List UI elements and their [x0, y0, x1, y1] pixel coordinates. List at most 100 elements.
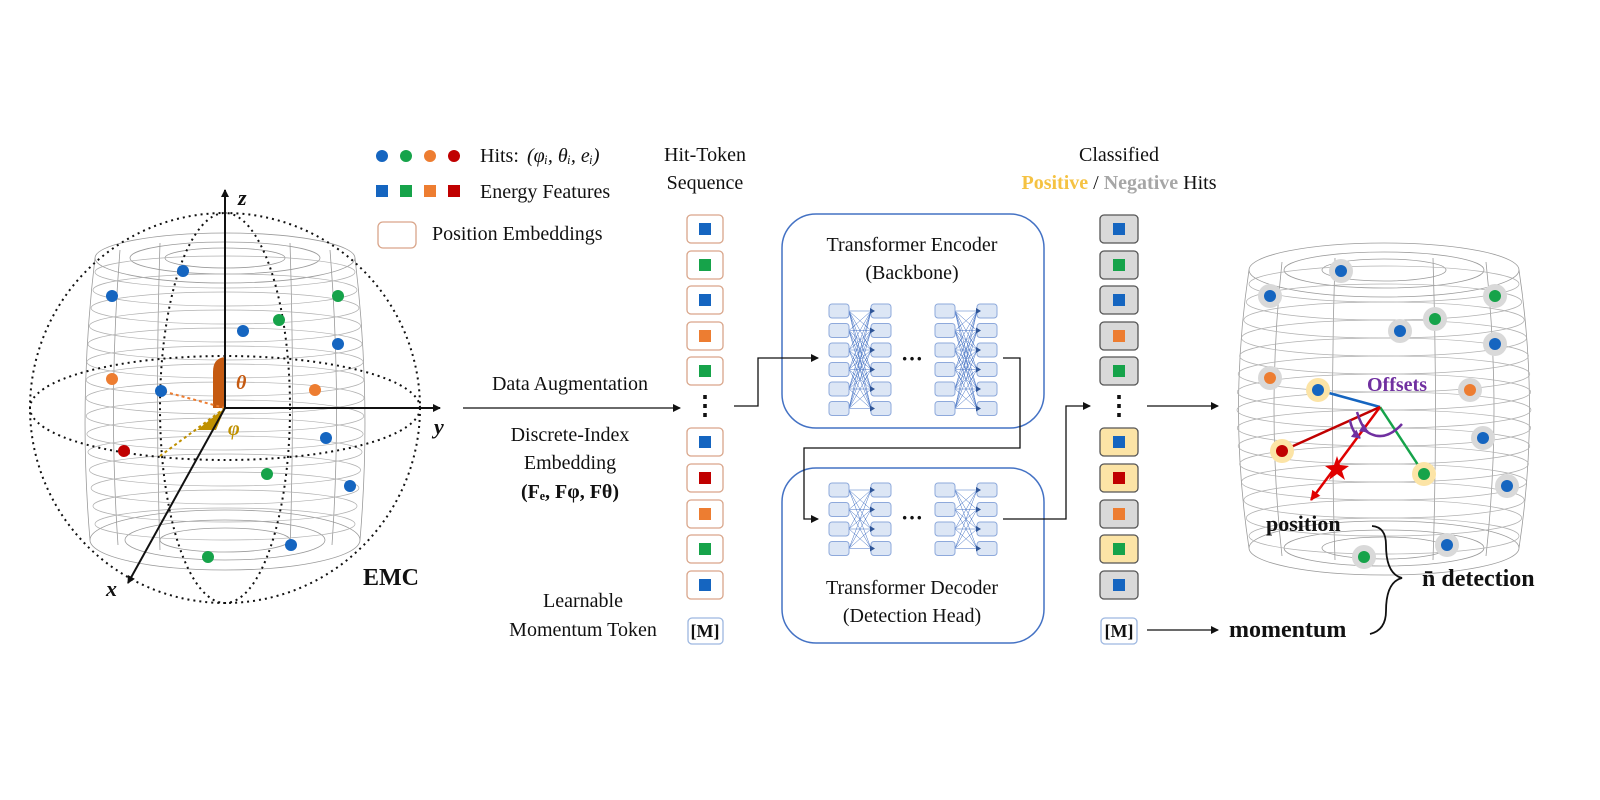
net-node — [934, 521, 956, 537]
emc-hit-blue — [285, 539, 297, 551]
transformer-decoder: ··· Transformer Decoder (Detection Head) — [781, 467, 1045, 644]
sequence-token-feature-orange — [699, 508, 711, 520]
net-connection — [848, 489, 872, 530]
output-hit-blue — [1477, 432, 1489, 444]
y-axis-label: y — [431, 414, 444, 439]
net-arrowhead — [870, 347, 875, 353]
net-arrowhead — [976, 405, 981, 412]
emc-ring — [92, 489, 358, 523]
net-arrowhead — [976, 506, 981, 513]
theta-projection-line — [161, 390, 226, 409]
offset-vector-red — [1281, 405, 1381, 453]
legend-position-embedding-box — [377, 221, 417, 249]
offsets-label: Offsets — [1367, 374, 1427, 396]
classified-token-feature-blue — [1113, 294, 1125, 306]
encoder-to-decoder-arrow — [803, 357, 1021, 523]
net-connection — [954, 330, 978, 409]
sequence-token-feature-blue — [699, 294, 711, 306]
antineutron-position-star — [1325, 456, 1349, 480]
net-connection — [848, 310, 872, 390]
classified-token-feature-green — [1113, 365, 1125, 377]
emc-hit-green — [273, 314, 285, 326]
net-connection — [954, 310, 978, 390]
net-connection — [848, 489, 872, 549]
position-label: position — [1266, 511, 1341, 536]
emc-hit-orange — [309, 384, 321, 396]
net-arrowhead — [976, 327, 981, 334]
emc-label: EMC — [363, 565, 419, 591]
net-arrowhead — [870, 545, 875, 552]
output-hit-green — [1418, 468, 1430, 480]
output-hit-blue — [1441, 539, 1453, 551]
net-connection — [954, 388, 978, 409]
legend-energy-features: Energy Features — [480, 181, 610, 203]
legend-feature-red — [448, 185, 460, 197]
classified-suffix: Hits — [1178, 172, 1217, 194]
phi-label: φ — [228, 418, 240, 440]
output-detector: Offsets position momentum n̄ detection — [1229, 242, 1535, 643]
antineutron-direction-arrow — [1309, 406, 1382, 501]
emc-hit-blue — [320, 432, 332, 444]
legend-hit-red — [448, 150, 460, 162]
net-connection — [848, 310, 872, 331]
output-hit-blue — [1264, 290, 1276, 302]
legend-feature-blue — [376, 185, 388, 197]
net-arrowhead — [870, 327, 875, 334]
emc-ring — [89, 453, 361, 487]
net-node — [934, 541, 956, 556]
classified-token-feature-orange — [1113, 330, 1125, 342]
brace — [1369, 525, 1403, 635]
learnable-line-1: Learnable — [543, 590, 623, 612]
net-arrowhead — [976, 386, 981, 392]
net-connection — [848, 310, 872, 351]
hit-token-sequence: Hit-Token Sequence ⋮ [M] — [664, 144, 746, 645]
net-node — [828, 381, 850, 397]
decoder-title: Transformer Decoder — [826, 577, 998, 599]
net-connection — [954, 489, 978, 510]
net-connection — [848, 489, 872, 510]
net-node — [934, 342, 956, 358]
net-arrowhead — [870, 526, 875, 532]
decoder-to-classified-arrow — [1003, 402, 1091, 520]
output-hit-blue — [1335, 265, 1347, 277]
encoder-network — [828, 303, 998, 416]
theta-wedge — [213, 357, 225, 408]
net-node — [934, 323, 956, 338]
net-node — [934, 482, 956, 498]
classified-token-feature-blue — [1113, 579, 1125, 591]
output-hit-red — [1276, 445, 1288, 457]
net-connection — [848, 369, 872, 409]
net-connection — [954, 369, 978, 409]
classified-positive: Positive — [1022, 172, 1089, 194]
emc-ring — [87, 435, 363, 469]
net-arrowhead — [976, 545, 981, 552]
net-connection — [954, 509, 978, 549]
x-axis — [127, 407, 226, 584]
x-axis-label: x — [105, 576, 117, 601]
net-node — [828, 323, 850, 338]
net-connection — [954, 349, 978, 409]
embedding-line-1: Discrete-Index — [511, 424, 630, 446]
classified-sequence: Classified Positive / Negative Hits ⋮ [M… — [1022, 144, 1217, 645]
momentum-token-input-label: [M] — [691, 621, 720, 641]
net-connection — [848, 349, 872, 409]
offset-angle-arc-3 — [1348, 419, 1361, 439]
output-hit-orange — [1264, 372, 1276, 384]
data-augmentation-label: Data Augmentation — [492, 373, 648, 395]
decoder-subtitle: (Detection Head) — [843, 605, 981, 627]
net-connection — [954, 310, 978, 409]
classified-ellipsis: ⋮ — [1106, 391, 1132, 420]
net-arrowhead — [976, 347, 981, 353]
net-connection — [954, 489, 978, 549]
classified-subtitle: Positive / Negative Hits — [1022, 172, 1217, 194]
encoder-subtitle: (Backbone) — [865, 262, 958, 284]
output-barrel-rings — [1236, 265, 1532, 555]
net-arrowhead — [976, 487, 981, 493]
output-hit-orange — [1464, 384, 1476, 396]
legend-feature-green — [400, 185, 412, 197]
emc-hit-green — [261, 468, 273, 480]
emc-hit-blue — [177, 265, 189, 277]
net-node — [828, 541, 850, 556]
sequence-token-feature-green — [699, 365, 711, 377]
